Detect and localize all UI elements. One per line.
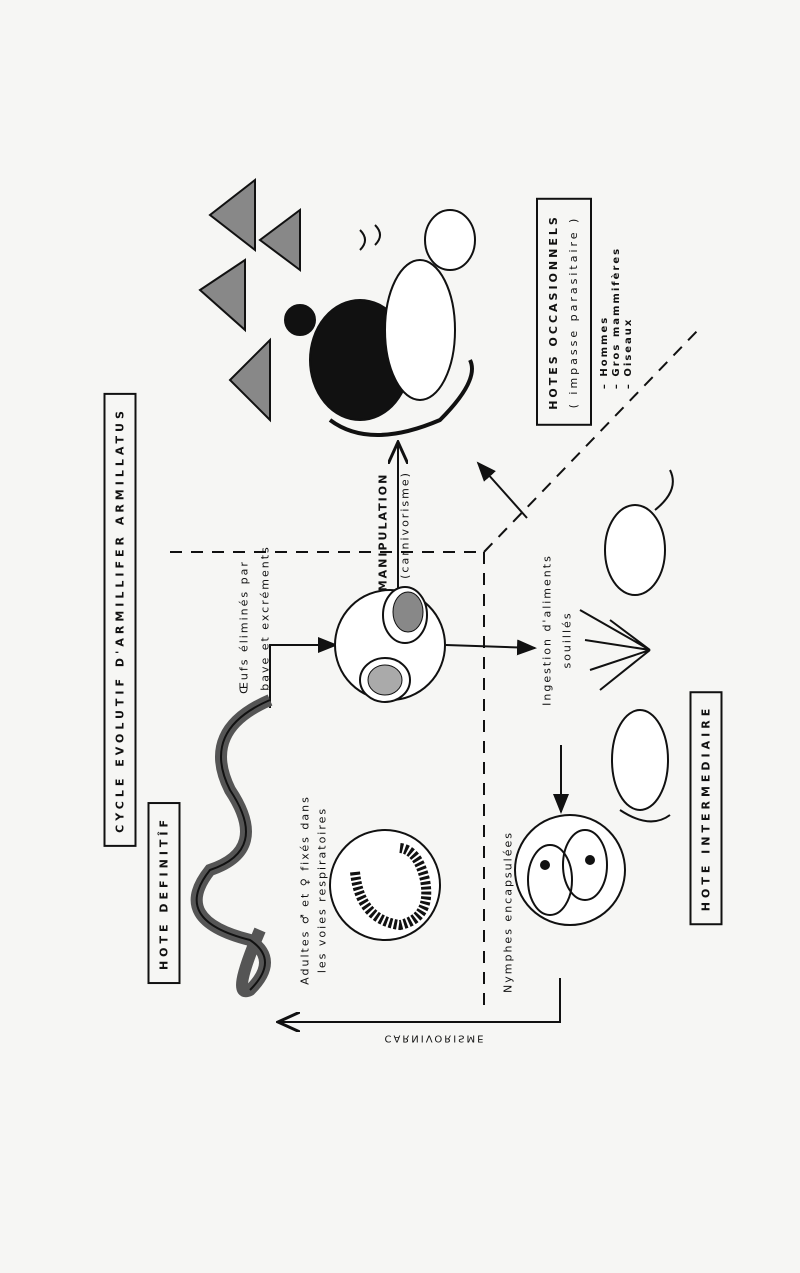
intermediate-host-label: HOTE INTERMEDIAIRE bbox=[689, 690, 723, 926]
ingestion-label-line2: souillés bbox=[560, 611, 574, 669]
snake-drawing bbox=[190, 694, 273, 998]
list-item: – Oiseaux bbox=[623, 317, 634, 390]
rat-drawing bbox=[604, 469, 674, 823]
arrow-ingestion bbox=[445, 639, 537, 656]
arrow-carnivorisme bbox=[278, 978, 561, 1022]
adult-circle bbox=[329, 829, 441, 941]
nymph-circle bbox=[514, 814, 626, 926]
carnivorisme-label: CARNIVORISME bbox=[384, 1032, 486, 1044]
manipulation-label: MANIPULATION bbox=[376, 472, 390, 592]
plant-drawing bbox=[579, 609, 651, 691]
arrow-to-occasional bbox=[476, 461, 528, 519]
list-item: – Hommes bbox=[599, 315, 610, 390]
occasional-host-box: HOTES OCCASIONNELS ( impasse parasitaire… bbox=[536, 198, 592, 426]
manipulation-sublabel: (carnivorisme) bbox=[398, 471, 412, 579]
ingestion-label-line1: Ingestion d'aliments bbox=[540, 554, 554, 706]
occasional-host-list: – Hommes – Gros mammifères – Oiseaux bbox=[599, 247, 635, 389]
person-drawing bbox=[284, 259, 474, 437]
eggs-label-line2: bave et excréments bbox=[258, 545, 272, 691]
arrow-eggs-out bbox=[269, 637, 338, 708]
eggs-label-line1: Œufs éliminés par bbox=[237, 560, 251, 694]
occasional-host-title: HOTES OCCASIONNELS bbox=[547, 214, 560, 410]
nymphs-label: Nymphes encapsulées bbox=[501, 831, 515, 993]
village-drawing bbox=[198, 177, 301, 423]
adults-label-line2: les voies respiratoires bbox=[315, 806, 329, 974]
occasional-host-subtitle: ( impasse parasitaire ) bbox=[567, 215, 580, 409]
adults-label-line1: Adultes ♂ et ♀ fixés dans bbox=[298, 795, 312, 985]
definitive-host-label: HOTE DEFINITÎF bbox=[147, 801, 181, 985]
dashed-boundaries bbox=[170, 327, 701, 1010]
eggs-circle bbox=[334, 586, 446, 703]
diagram-title: CYCLE EVOLUTIF D'ARMILLIFER ARMILLATUS bbox=[103, 393, 137, 847]
pot-drawing bbox=[359, 209, 476, 271]
list-item: – Gros mammifères bbox=[611, 246, 622, 390]
